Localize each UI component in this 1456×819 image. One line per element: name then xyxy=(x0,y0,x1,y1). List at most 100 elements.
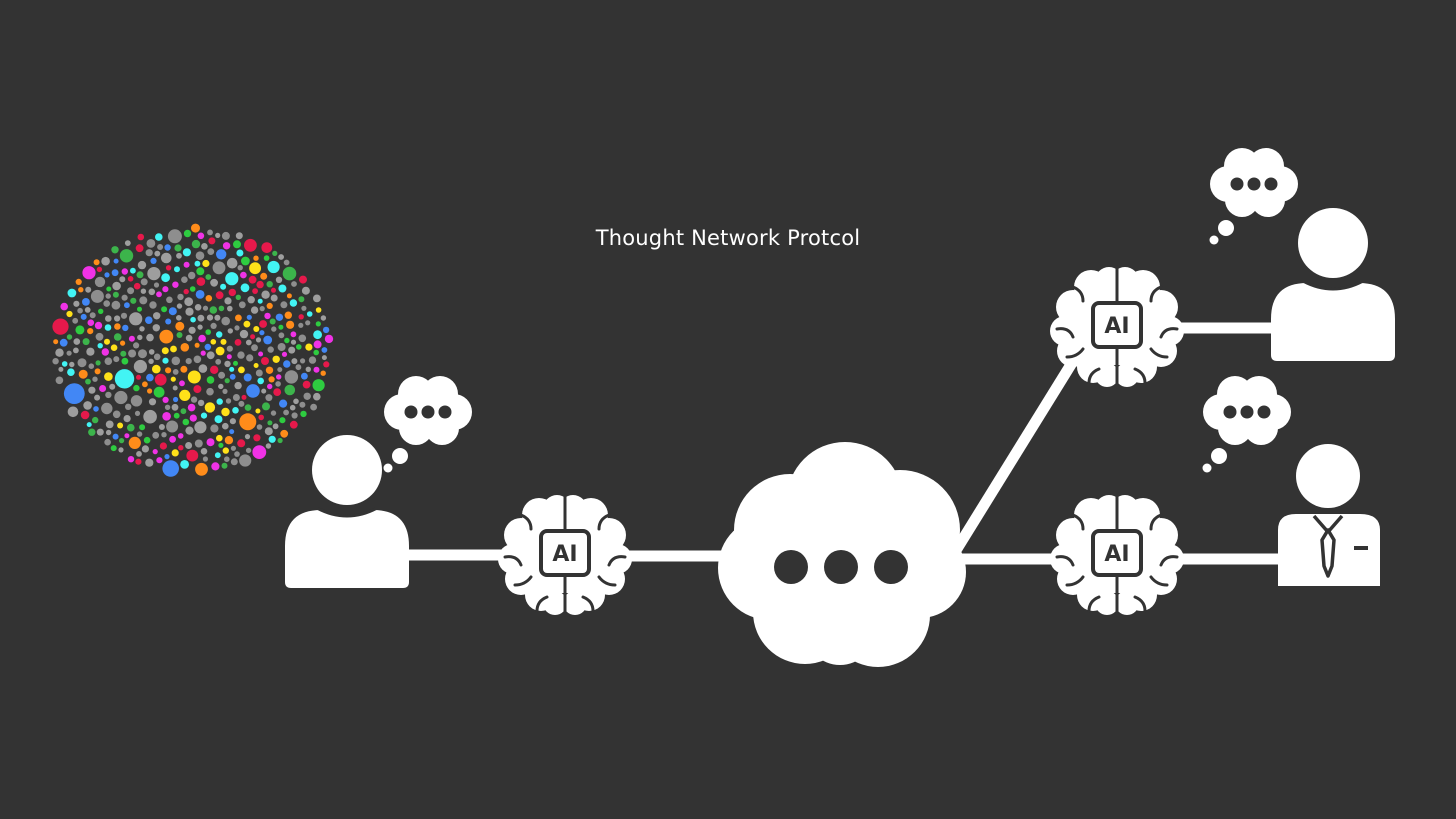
idea-dot xyxy=(291,281,297,287)
idea-dot xyxy=(155,233,163,241)
idea-dot xyxy=(194,421,207,434)
idea-dot xyxy=(127,287,135,295)
idea-dot xyxy=(207,229,213,236)
idea-dot xyxy=(296,344,302,350)
idea-dot xyxy=(133,342,140,349)
idea-dot xyxy=(152,324,160,332)
idea-dot xyxy=(87,328,94,335)
idea-dot xyxy=(164,404,171,410)
idea-dot xyxy=(194,439,203,448)
idea-dot xyxy=(229,418,236,425)
idea-dot xyxy=(161,306,168,313)
idea-dot xyxy=(113,258,119,264)
idea-dot xyxy=(323,361,330,368)
idea-dot xyxy=(290,331,297,338)
idea-dot xyxy=(298,322,304,328)
idea-dot xyxy=(143,409,157,424)
idea-dot xyxy=(164,454,170,460)
user-icon xyxy=(1269,206,1397,363)
idea-dot xyxy=(78,369,88,379)
idea-dot xyxy=(98,308,104,314)
idea-dot xyxy=(127,423,135,432)
idea-dot xyxy=(277,367,283,373)
idea-dot xyxy=(279,399,288,408)
idea-dot xyxy=(169,435,177,443)
idea-dot xyxy=(226,257,238,269)
idea-dot xyxy=(189,414,197,422)
idea-dot xyxy=(237,439,246,448)
idea-dot xyxy=(152,449,158,455)
connector-cloud-to-ai-top xyxy=(945,355,1080,563)
idea-dot xyxy=(88,428,96,436)
idea-dot xyxy=(111,300,121,310)
idea-dot xyxy=(194,304,202,311)
idea-dot xyxy=(244,238,257,252)
idea-dot xyxy=(202,456,208,462)
idea-dot xyxy=(265,443,272,449)
idea-dot xyxy=(250,306,259,314)
idea-dot xyxy=(167,229,182,244)
idea-dot xyxy=(165,318,172,325)
idea-dot xyxy=(157,244,164,250)
idea-dot xyxy=(243,373,252,382)
idea-dot xyxy=(113,356,120,363)
idea-dot xyxy=(94,394,101,401)
idea-dot xyxy=(247,296,255,304)
idea-dot xyxy=(82,298,90,306)
idea-dot xyxy=(235,232,243,240)
idea-dot xyxy=(218,383,224,390)
idea-dot xyxy=(234,451,240,457)
idea-dot xyxy=(222,242,231,250)
idea-dot xyxy=(171,356,181,366)
idea-dot xyxy=(211,462,220,471)
idea-dot xyxy=(257,298,263,304)
idea-dot xyxy=(95,360,101,366)
idea-dot xyxy=(239,413,257,431)
idea-dot xyxy=(130,267,136,274)
idea-dot xyxy=(128,436,141,449)
idea-dot xyxy=(140,278,148,286)
idea-dot xyxy=(185,442,193,449)
idea-dot xyxy=(221,407,230,417)
idea-dot xyxy=(246,384,260,398)
idea-dot xyxy=(183,288,189,295)
idea-dot xyxy=(224,297,232,305)
idea-dot xyxy=(283,360,291,368)
idea-dot xyxy=(113,333,122,341)
idea-dot xyxy=(66,350,72,356)
idea-dot xyxy=(106,286,112,292)
idea-dot xyxy=(308,356,317,364)
idea-dot xyxy=(121,294,128,301)
thought-bubble-icon xyxy=(383,376,472,473)
idea-dot xyxy=(61,361,68,367)
idea-dot xyxy=(277,437,283,444)
idea-dot xyxy=(225,398,232,404)
idea-dot xyxy=(145,458,154,467)
idea-dot xyxy=(105,420,114,429)
idea-dot xyxy=(237,351,245,359)
idea-dot xyxy=(302,380,311,389)
idea-dot xyxy=(152,364,161,374)
cloud-icon xyxy=(718,442,966,667)
idea-dot xyxy=(263,255,270,261)
colorful-dot-cloud-icon xyxy=(52,223,334,477)
idea-dot xyxy=(221,231,230,240)
idea-dot xyxy=(156,457,163,464)
idea-dot xyxy=(270,410,277,416)
idea-dot xyxy=(181,276,188,284)
idea-dot xyxy=(278,284,287,293)
idea-dot xyxy=(273,388,282,396)
idea-dot xyxy=(214,415,223,424)
idea-dot xyxy=(288,346,296,354)
idea-dot xyxy=(210,322,217,329)
idea-dot xyxy=(315,321,321,327)
idea-dot xyxy=(312,379,325,392)
idea-dot xyxy=(215,358,222,365)
idea-dot xyxy=(93,259,100,266)
idea-dot xyxy=(271,287,276,293)
idea-dot xyxy=(137,233,145,241)
idea-dot xyxy=(228,288,236,297)
ai-brain-icon xyxy=(496,493,634,617)
idea-dot xyxy=(137,334,143,341)
idea-dot xyxy=(104,324,112,331)
